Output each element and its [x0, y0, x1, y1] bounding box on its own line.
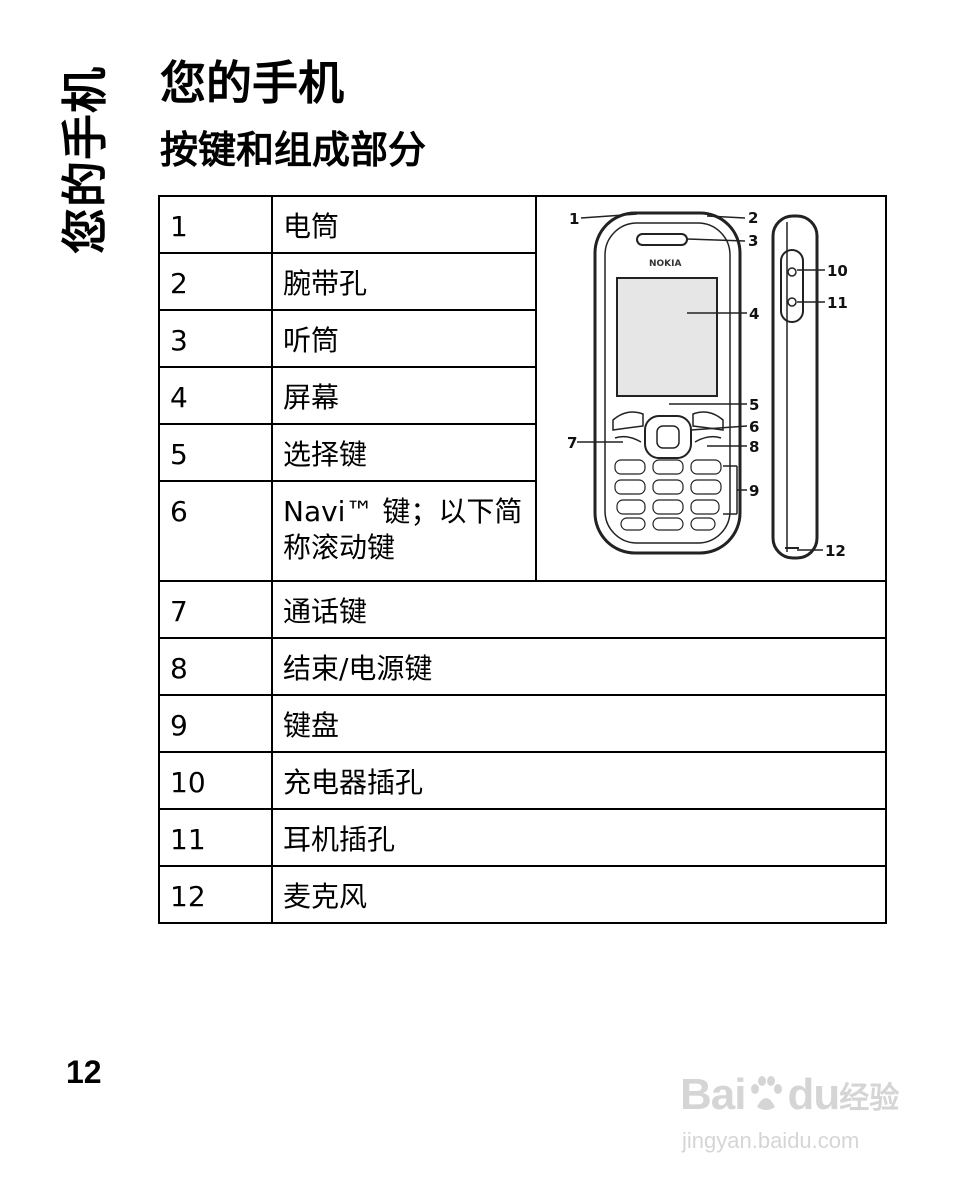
- watermark-brand-right: du: [787, 1070, 840, 1119]
- callout-5: 5: [749, 396, 759, 414]
- callout-11: 11: [827, 294, 848, 312]
- callout-1: 1: [569, 210, 579, 228]
- table-row: 2 腕带孔: [158, 252, 886, 311]
- paw-icon: [751, 1076, 783, 1110]
- phone-diagram: NOKIA: [567, 209, 848, 560]
- callout-3: 3: [748, 232, 758, 250]
- row-number: 10: [158, 751, 273, 810]
- watermark-logo: Bai du 经验: [680, 1070, 899, 1120]
- table-row: 5 选择键: [158, 423, 886, 482]
- callout-4: 4: [749, 305, 759, 323]
- callout-numbers: 1 2 3 4 5 6 7 8 9 10 11 12: [567, 209, 848, 560]
- table-row: 1 电筒: [158, 195, 887, 582]
- table-row: 4 屏幕: [158, 366, 886, 425]
- side-chapter-title: 您的手机: [52, 60, 112, 260]
- page-title: 您的手机: [160, 56, 344, 110]
- callout-lines: [577, 212, 825, 551]
- row-label: 腕带孔: [271, 252, 537, 311]
- phone-front: [593, 211, 742, 554]
- row-number: 6: [158, 480, 273, 582]
- row-label: 键盘: [271, 694, 887, 753]
- table-row: 12 麦克风: [158, 865, 887, 924]
- row-label: 充电器插孔: [271, 751, 887, 810]
- row-label: 耳机插孔: [271, 808, 887, 867]
- watermark-url: jingyan.baidu.com: [682, 1128, 860, 1153]
- side-chapter-title-text: 您的手机: [58, 66, 112, 254]
- callout-8: 8: [749, 438, 759, 456]
- watermark-suffix: 经验: [839, 1081, 900, 1116]
- section-title: 按键和组成部分: [160, 128, 427, 172]
- row-number: 3: [158, 309, 273, 368]
- row-number: 1: [158, 195, 273, 254]
- phone-brand-text: NOKIA: [649, 259, 682, 269]
- row-number: 7: [158, 580, 273, 639]
- table-row: 10 充电器插孔: [158, 751, 887, 810]
- row-number: 4: [158, 366, 273, 425]
- table-row: 9 键盘: [158, 694, 887, 753]
- callout-9: 9: [749, 482, 759, 500]
- row-label: 电筒: [271, 195, 537, 254]
- row-label: Navi™ 键；以下简称滚动键: [271, 480, 537, 582]
- row-number: 5: [158, 423, 273, 482]
- callout-7: 7: [567, 434, 577, 452]
- baidu-jingyan-watermark: Bai du 经验 jingyan.baidu.com: [680, 1040, 920, 1170]
- table-row: 3 听筒: [158, 309, 886, 368]
- watermark-brand-left: Bai: [680, 1070, 746, 1119]
- table-row: 7 通话键: [158, 580, 887, 639]
- keys-table: 1 电筒: [158, 195, 887, 924]
- row-label: 听筒: [271, 309, 537, 368]
- row-number: 9: [158, 694, 273, 753]
- row-number: 11: [158, 808, 273, 867]
- row-label: 结束/电源键: [271, 637, 887, 696]
- row-number: 8: [158, 637, 273, 696]
- row-label: 麦克风: [271, 865, 887, 924]
- row-label: 通话键: [271, 580, 887, 639]
- table-row: 6 Navi™ 键；以下简称滚动键: [158, 480, 886, 582]
- phone-diagram-cell: NOKIA: [535, 195, 887, 582]
- callout-6: 6: [749, 418, 759, 436]
- callout-2: 2: [748, 209, 758, 227]
- row-label: 选择键: [271, 423, 537, 482]
- row-number: 12: [158, 865, 273, 924]
- row-label: 屏幕: [271, 366, 537, 425]
- callout-10: 10: [827, 262, 848, 280]
- table-row: 8 结束/电源键: [158, 637, 887, 696]
- phone-side: [771, 214, 819, 559]
- row-number: 2: [158, 252, 273, 311]
- table-row: 11 耳机插孔: [158, 808, 887, 867]
- page-number: 12: [66, 1054, 102, 1090]
- callout-12: 12: [825, 542, 846, 560]
